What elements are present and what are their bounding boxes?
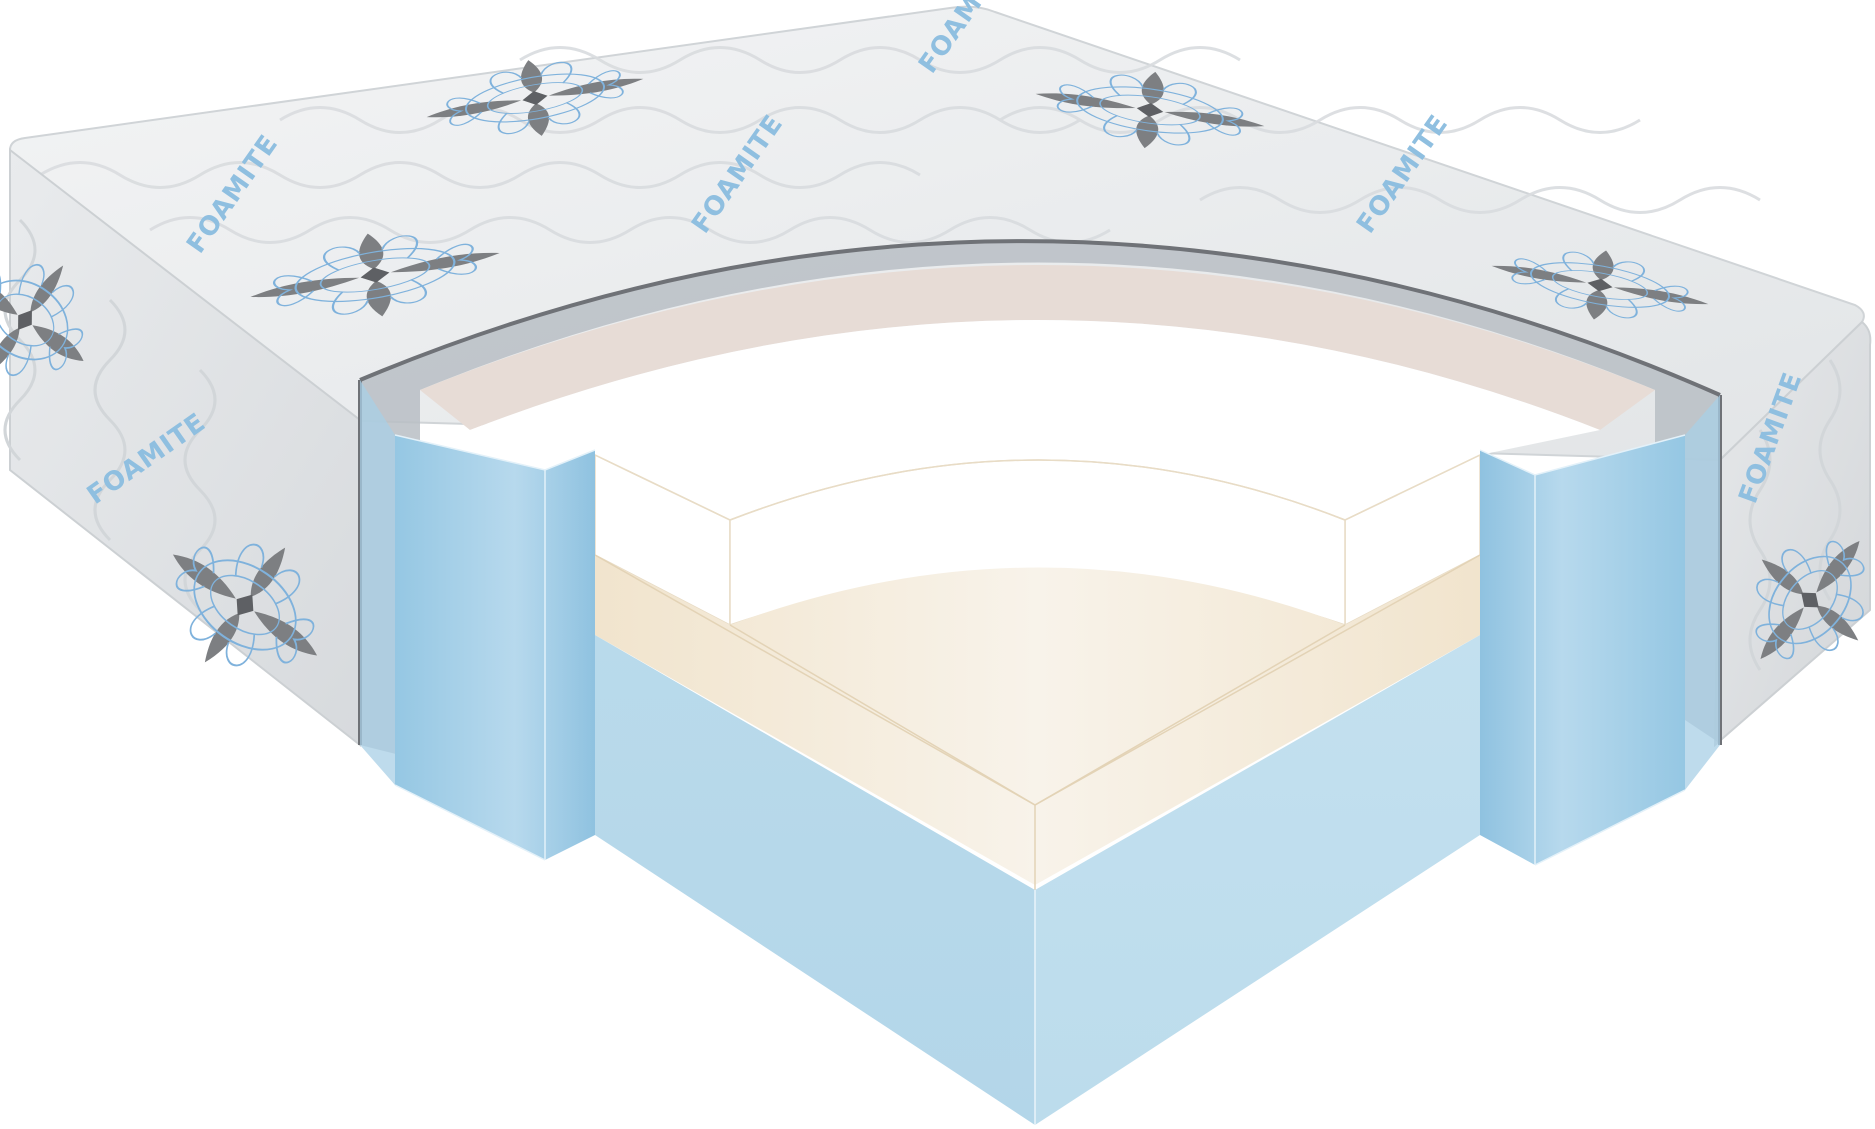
right-edge-support — [1479, 395, 1720, 866]
memory-foam-layer — [594, 554, 1481, 890]
mattress-right-side-cover: FOAMITE — [1711, 320, 1875, 748]
top-comfort-band — [420, 265, 1655, 430]
left-edge-support — [360, 380, 596, 861]
support-base-layer — [595, 635, 1480, 1125]
